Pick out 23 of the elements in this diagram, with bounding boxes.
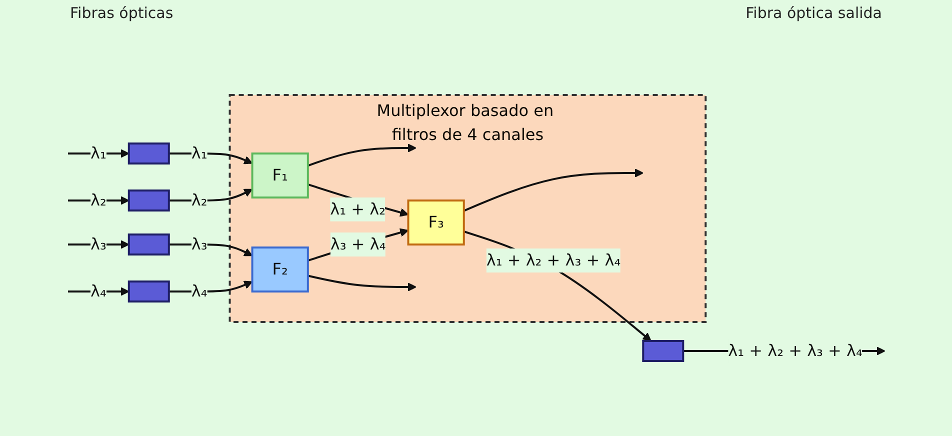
edge-label: λ₃ + λ₄ (330, 232, 386, 256)
arrow (307, 144, 416, 167)
arrow (463, 168, 644, 212)
filter-box: F₃ (406, 200, 464, 246)
edge-label: λ₁ + λ₂ (330, 197, 386, 222)
filter-box: F₁ (250, 152, 308, 198)
arrow (307, 274, 416, 292)
arrow (68, 287, 129, 296)
fiber-filter (127, 190, 170, 212)
arrow (68, 149, 129, 158)
arrow (68, 240, 129, 249)
region-heading: Fibras ópticas (70, 4, 174, 24)
fiber-filter (642, 340, 684, 362)
fiber-filter (127, 280, 170, 302)
arrow (68, 196, 129, 205)
fiber-filter (127, 142, 170, 164)
fiber-filter (127, 234, 170, 256)
region-heading: Fibra óptica salida (746, 4, 882, 24)
arrow (168, 280, 252, 292)
filter-box: F₂ (250, 246, 308, 292)
arrow (168, 152, 252, 164)
arrow (168, 244, 252, 256)
edge-label: λ₁ + λ₂ + λ₃ + λ₄ (486, 248, 620, 272)
